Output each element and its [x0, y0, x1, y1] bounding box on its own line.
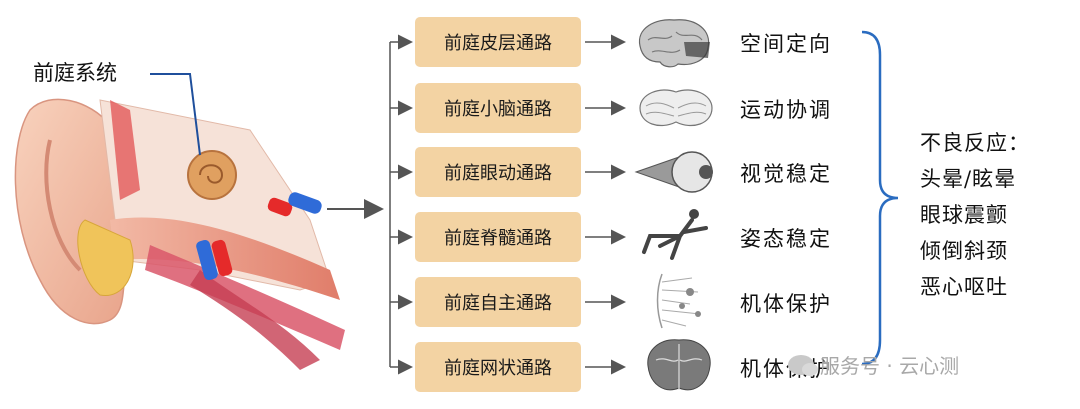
- adverse-item: 恶心呕吐: [920, 275, 1008, 299]
- pathway-box-spinal: 前庭脊髓通路: [415, 212, 581, 262]
- ear-illustration: [14, 73, 345, 370]
- adverse-item: 头晕/眩晕: [920, 167, 1017, 191]
- human-figure-icon: [642, 209, 708, 260]
- adverse-title: 不良反应：: [920, 131, 1030, 155]
- function-label-postural-stability: 姿态稳定: [740, 227, 832, 251]
- function-label-visual-stability: 视觉稳定: [740, 162, 832, 186]
- eye-icon: [634, 151, 713, 193]
- icon-arrows: [585, 34, 626, 375]
- watermark-text: 服务号 · 云心测: [820, 354, 960, 378]
- adverse-item: 眼球震颤: [920, 203, 1008, 227]
- brainstem-icon: [647, 339, 711, 391]
- pathway-box-autonomic: 前庭自主通路: [415, 277, 581, 327]
- function-label-motor-coordination: 运动协调: [740, 98, 832, 122]
- wechat-icon: [788, 354, 818, 376]
- parotid-gland: [77, 219, 134, 296]
- cochlea: [187, 150, 237, 200]
- pathway-box-cortical: 前庭皮层通路: [415, 17, 581, 67]
- ear-label-leader: [150, 73, 201, 156]
- function-label-spatial-orientation: 空间定向: [740, 32, 832, 56]
- autonomic-nerves-icon: [656, 273, 701, 329]
- pathway-box-oculomotor: 前庭眼动通路: [415, 147, 581, 197]
- vestibular-system-label: 前庭系统: [33, 61, 117, 85]
- box-arrows: [390, 34, 413, 375]
- pathway-box-cerebellar: 前庭小脑通路: [415, 83, 581, 133]
- cerebellum-icon: [639, 89, 713, 127]
- adverse-brace: [861, 30, 899, 366]
- adverse-reactions: 不良反应： 头晕/眩晕 眼球震颤 倾倒斜颈 恶心呕吐: [920, 125, 1030, 305]
- pathway-box-reticular: 前庭网状通路: [415, 342, 581, 392]
- watermark: 服务号 · 云心测: [788, 350, 959, 379]
- function-label-body-protection-1: 机体保护: [740, 292, 832, 316]
- brain-icon: [638, 19, 710, 68]
- adverse-item: 倾倒斜颈: [920, 239, 1008, 263]
